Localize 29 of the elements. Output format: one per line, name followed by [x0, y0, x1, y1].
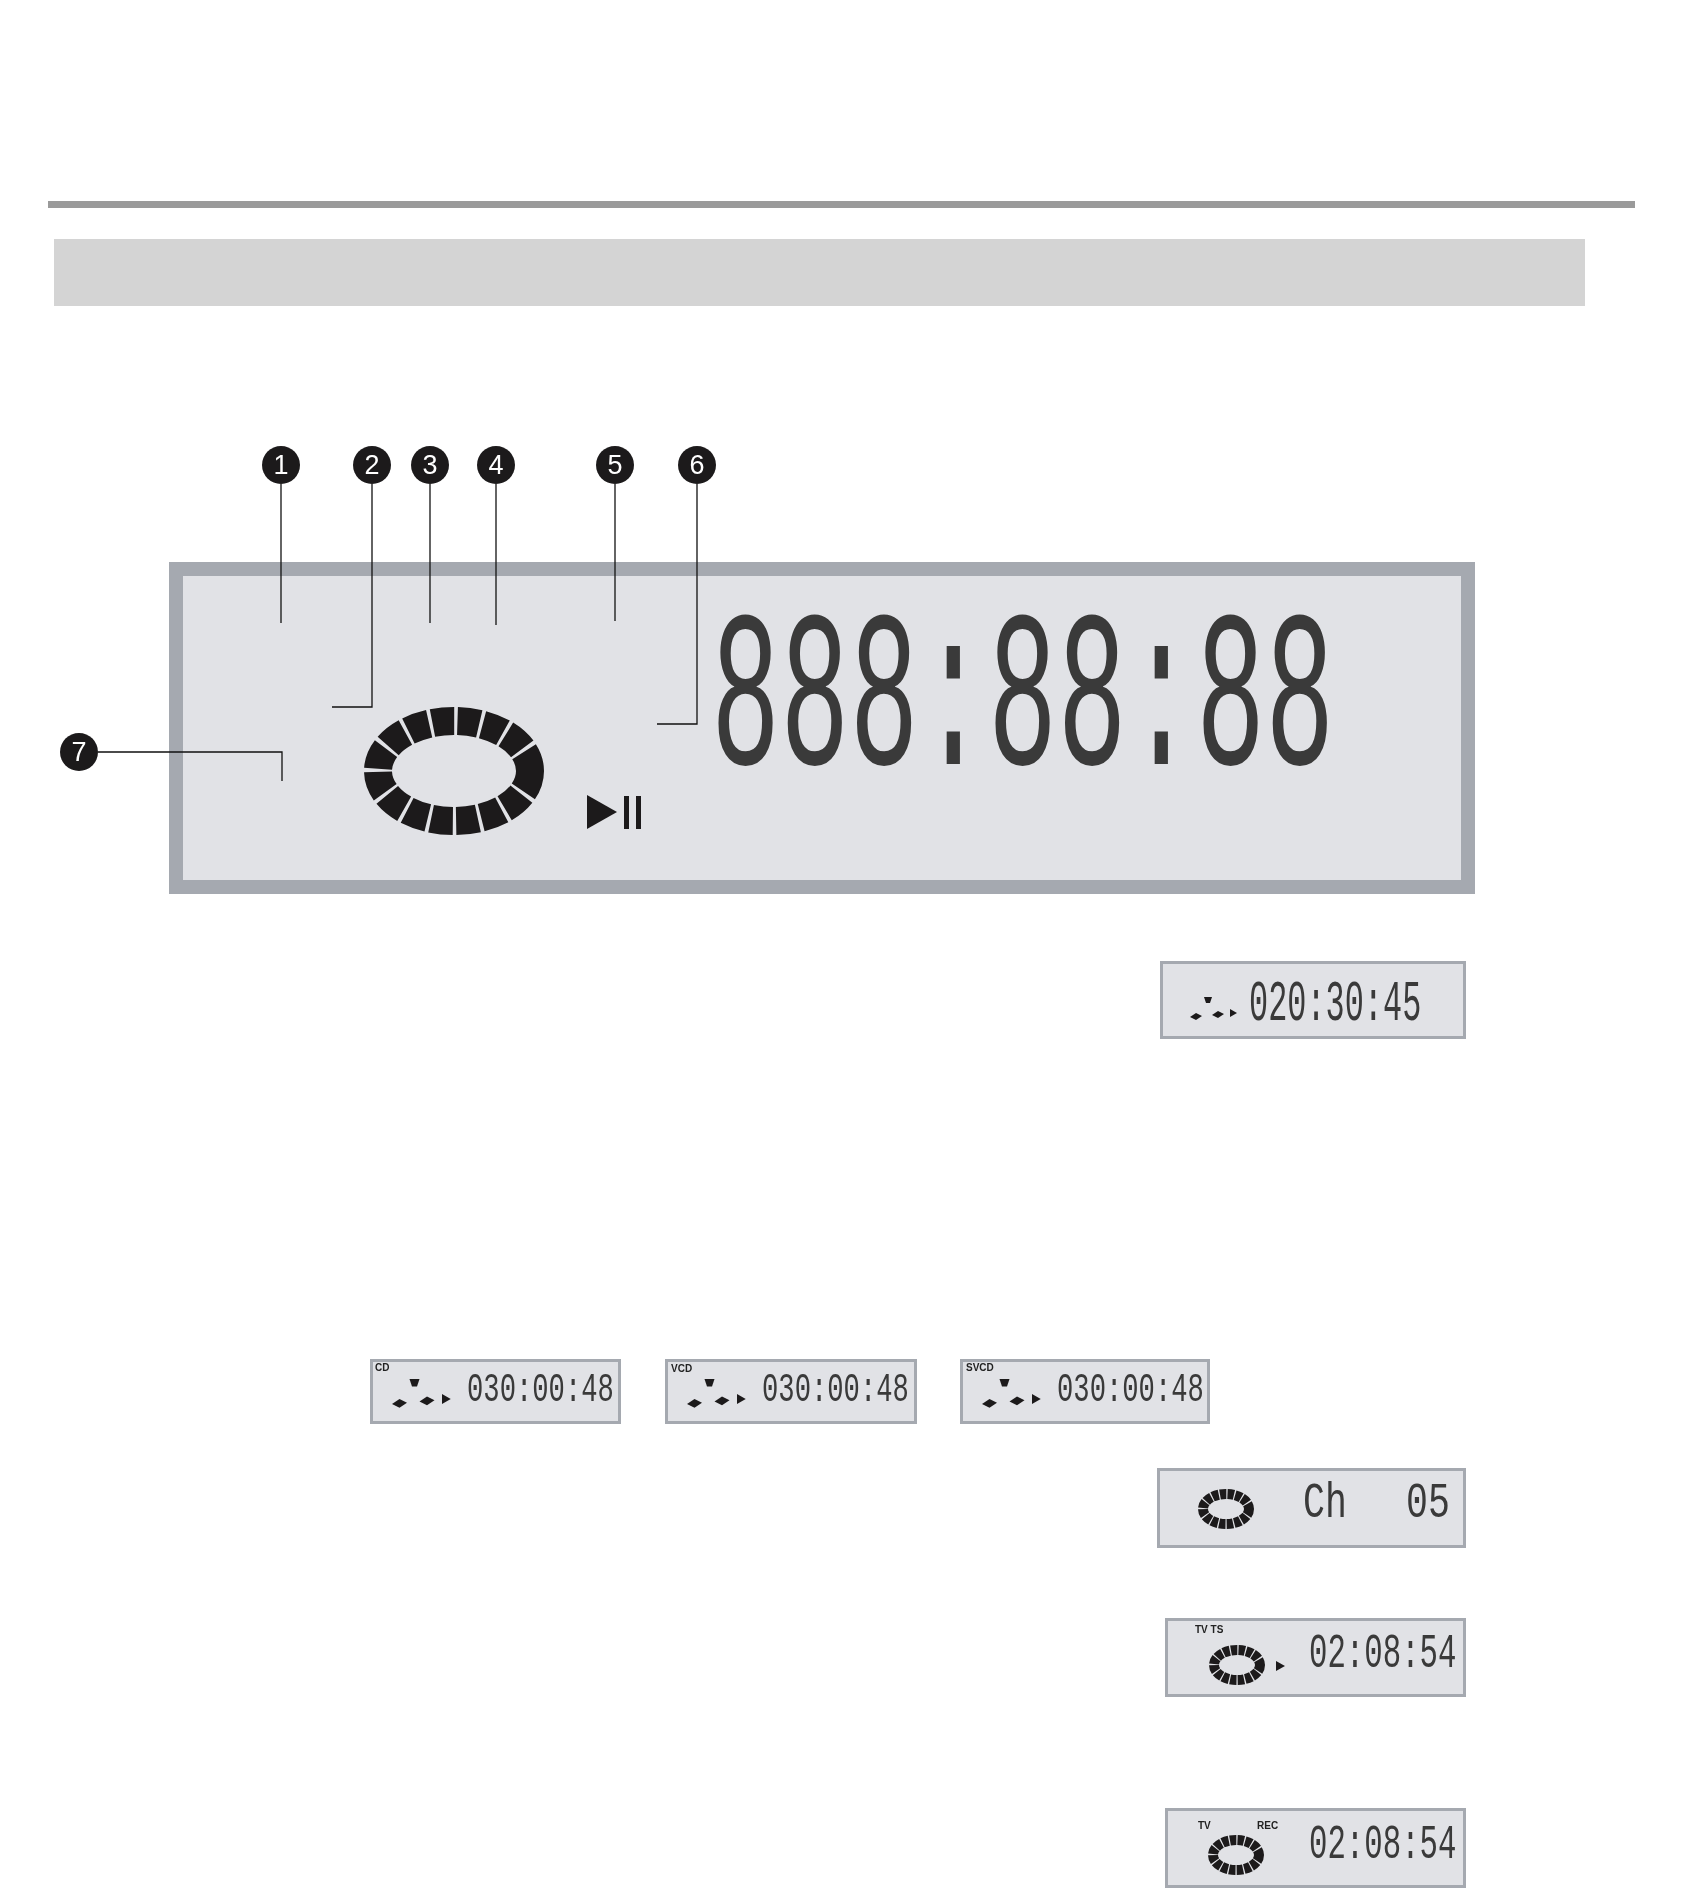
- mode-indicator: REC: [1257, 1821, 1279, 1831]
- callout-number: 7: [60, 733, 98, 771]
- lcd-digits: 030:00:48: [762, 1371, 909, 1411]
- leader-line: [97, 751, 283, 782]
- mode-indicator: VCD: [671, 1364, 693, 1374]
- lcd-digits: 030:00:48: [467, 1371, 614, 1411]
- leader-line: [280, 483, 282, 624]
- lcd-digits: 05: [1406, 1479, 1450, 1529]
- lcd-digits: 02:08:54: [1309, 1630, 1457, 1678]
- lcd-digits: 888:88:88: [711, 594, 1335, 816]
- leader-line: [656, 483, 698, 725]
- mode-indicator: TV: [1198, 1821, 1211, 1831]
- callout-number: 4: [477, 446, 515, 484]
- mode-indicator: CD: [375, 1363, 390, 1373]
- mode-indicator: SVCD: [966, 1363, 994, 1373]
- lcd-digits: Ch: [1303, 1479, 1347, 1529]
- leader-line: [614, 483, 616, 622]
- callout-number: 5: [596, 446, 634, 484]
- callout-number: 3: [411, 446, 449, 484]
- leader-line: [495, 483, 497, 626]
- mode-indicator: TV TS: [1195, 1625, 1224, 1635]
- leader-line: [331, 483, 373, 708]
- lcd-digits: 030:00:48: [1057, 1371, 1204, 1411]
- lcd-digits: 020:30:45: [1249, 976, 1422, 1034]
- callout-number: 6: [678, 446, 716, 484]
- leader-line: [429, 483, 431, 624]
- lcd-digits: 02:08:54: [1309, 1821, 1457, 1869]
- callout-number: 1: [262, 446, 300, 484]
- callout-number: 2: [353, 446, 391, 484]
